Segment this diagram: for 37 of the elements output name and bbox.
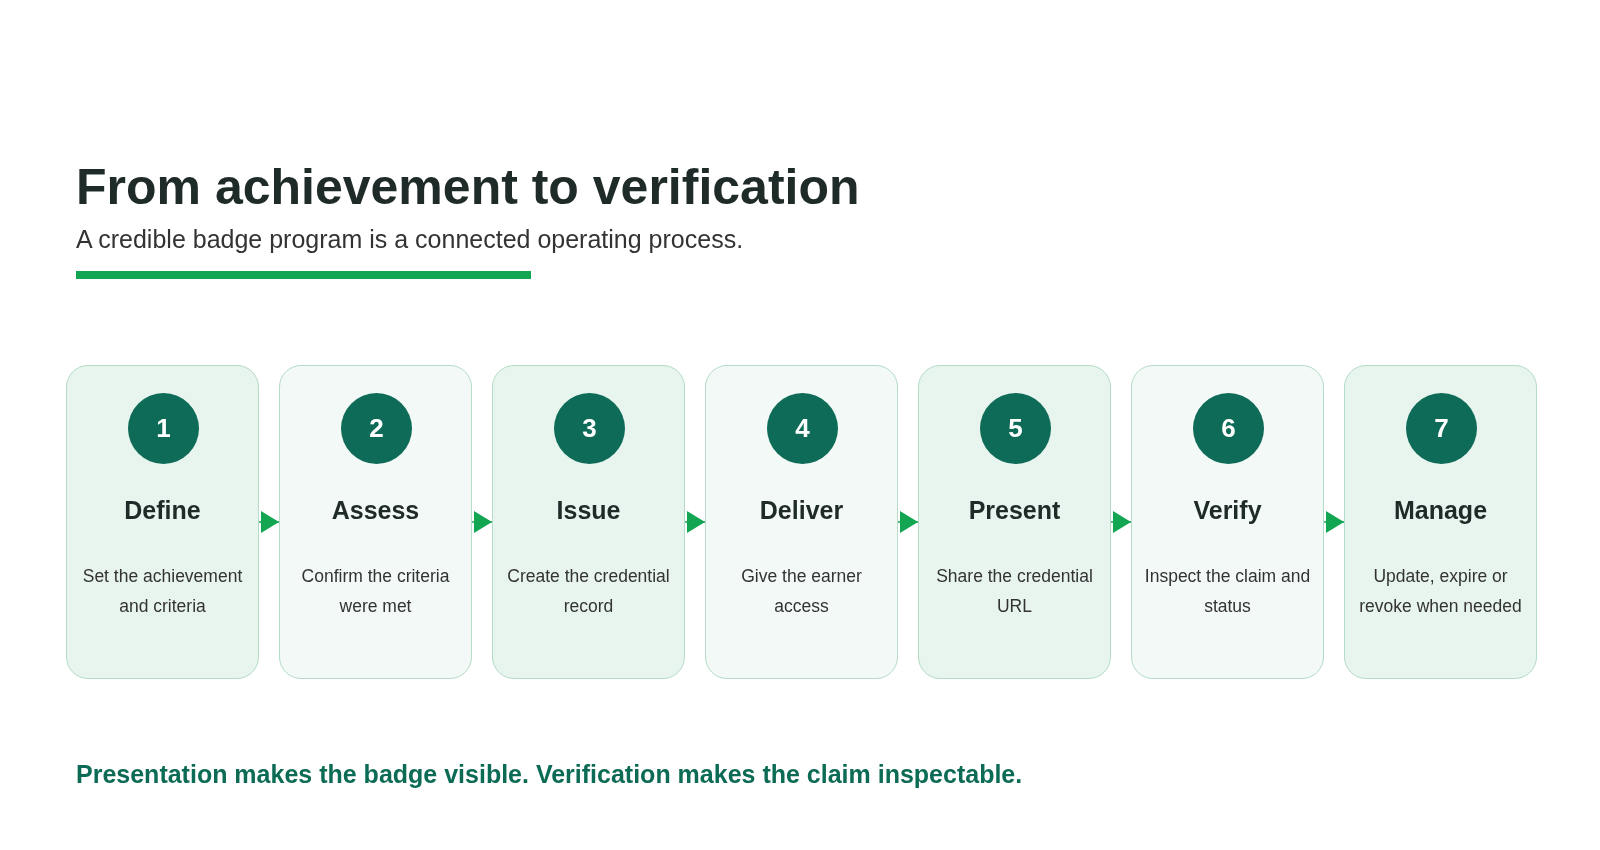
step-number: 3 xyxy=(554,393,625,464)
step-title: Verify xyxy=(1192,496,1263,525)
step-number: 7 xyxy=(1406,393,1477,464)
step-card xyxy=(1131,365,1324,679)
footer-note: Presentation makes the badge visible. Verification makes the claim inspectable. xyxy=(76,760,1023,789)
step-description: Set the achievement and criteria xyxy=(81,565,244,618)
arrow xyxy=(258,511,280,533)
step-number: 5 xyxy=(980,393,1051,464)
arrow xyxy=(1110,511,1132,533)
step-description: Share the credential URL xyxy=(935,565,1094,618)
step-description: Inspect the claim and status xyxy=(1143,565,1312,618)
arrow xyxy=(471,511,493,533)
step-description: Create the credential record xyxy=(506,565,671,618)
step-card xyxy=(705,365,898,679)
step-card xyxy=(1344,365,1537,679)
step-card xyxy=(279,365,472,679)
step-title: Issue xyxy=(555,496,622,525)
step-title: Define xyxy=(123,496,202,525)
step-number: 4 xyxy=(767,393,838,464)
step-title: Manage xyxy=(1392,496,1489,525)
step-title: Present xyxy=(967,496,1062,525)
step-number: 1 xyxy=(128,393,199,464)
step-title: Deliver xyxy=(758,496,845,525)
arrow xyxy=(897,511,919,533)
step-card xyxy=(492,365,685,679)
step-title: Assess xyxy=(330,496,421,525)
subtitle: A credible badge program is a connected operating process. xyxy=(76,225,744,254)
title: From achievement to verification xyxy=(76,158,860,216)
step-number: 2 xyxy=(341,393,412,464)
step-card xyxy=(66,365,259,679)
step-card xyxy=(918,365,1111,679)
step-number: 6 xyxy=(1193,393,1264,464)
step-description: Give the earner access xyxy=(740,565,863,618)
step-description: Confirm the criteria were met xyxy=(300,565,451,618)
step-description: Update, expire or revoke when needed xyxy=(1358,565,1523,618)
arrow xyxy=(1323,511,1345,533)
arrow xyxy=(684,511,706,533)
